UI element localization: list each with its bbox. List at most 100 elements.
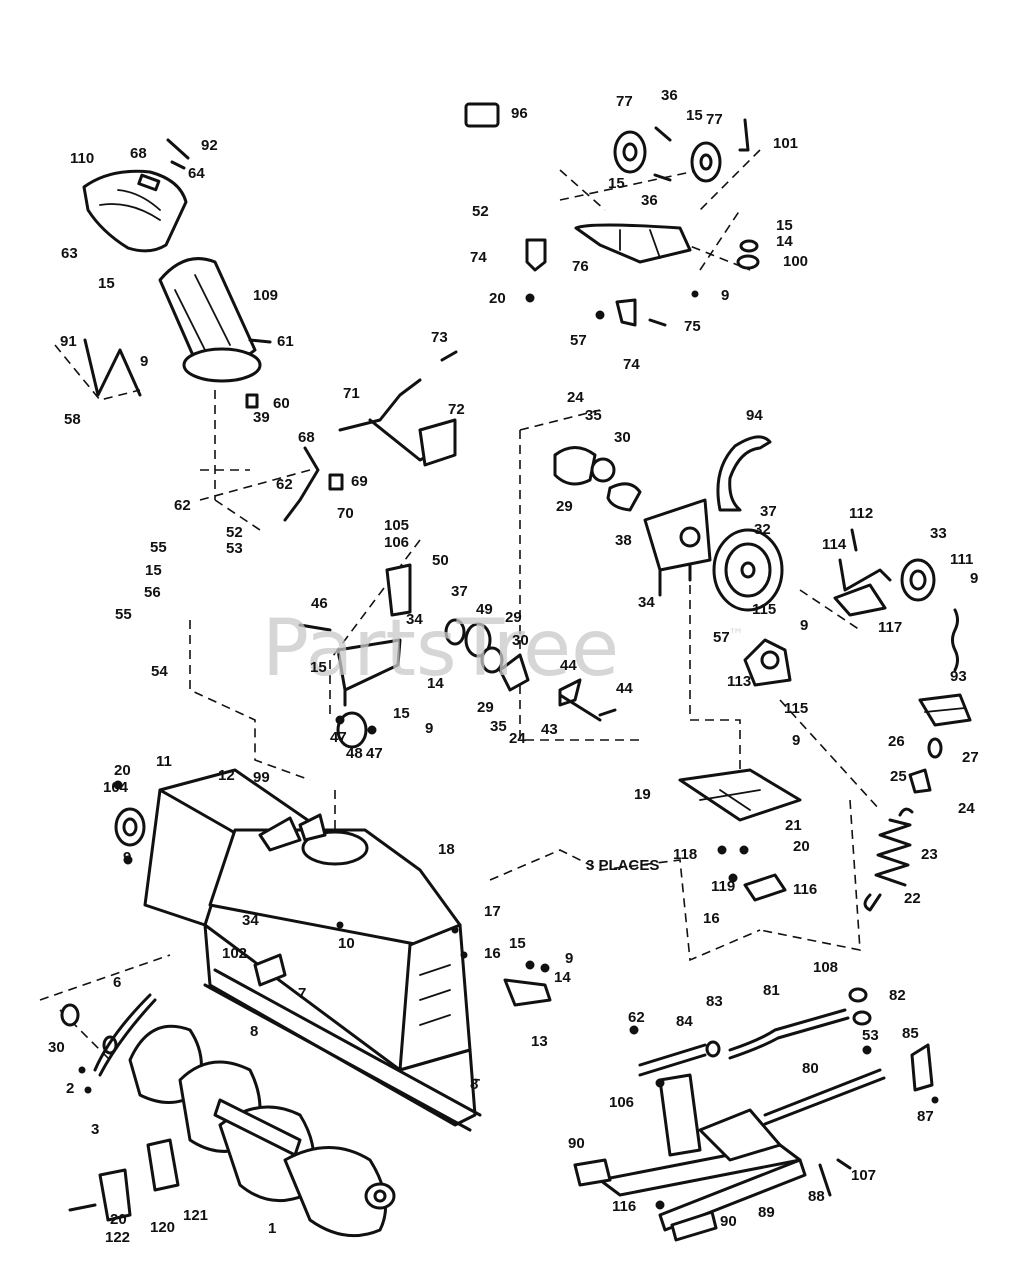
callout-c109: 109 [253, 287, 278, 304]
callout-c90b: 90 [720, 1213, 737, 1230]
callout-c63: 63 [61, 245, 78, 262]
housing-side-right [398, 923, 472, 1072]
callout-c102: 102 [222, 945, 247, 962]
lift-frame-assembly [573, 987, 939, 1242]
auger-shaft [213, 968, 482, 1117]
callout-c15f: 15 [310, 659, 327, 676]
callout-c25: 25 [890, 768, 907, 785]
callout-c100: 100 [783, 253, 808, 270]
shift-linkage [283, 350, 458, 522]
watermark: PartsTree ™ [262, 604, 744, 694]
callout-c117: 117 [878, 619, 902, 636]
callout-c24a: 24 [567, 389, 584, 406]
callout-c93: 93 [950, 668, 967, 685]
callout-c36a: 36 [661, 87, 678, 104]
callout-c33: 33 [930, 525, 947, 542]
callout-c75: 75 [684, 318, 701, 335]
watermark-text: PartsTree [262, 604, 619, 694]
callout-c36b: 36 [641, 192, 658, 209]
callout-c106a: 106 [384, 534, 409, 551]
callout-c8a: 8 [250, 1023, 258, 1040]
chute-opening [301, 830, 369, 866]
callout-c120: 120 [150, 1219, 175, 1236]
callout-c44a: 44 [560, 657, 577, 674]
mount-plate-spring [678, 693, 972, 912]
callout-c9h: 9 [565, 950, 573, 967]
callout-c14b: 14 [427, 675, 444, 692]
callout-c68a: 68 [130, 145, 147, 162]
callout-c18: 18 [438, 841, 455, 858]
callout-c115a: 115 [752, 601, 776, 618]
three-places-note: 3 PLACES [586, 857, 659, 874]
gear-case-plate [643, 498, 712, 572]
callout-c55b: 55 [115, 606, 132, 623]
callout-c64: 64 [188, 165, 205, 182]
callout-c80: 80 [802, 1060, 819, 1077]
callout-c106b: 106 [609, 1094, 634, 1111]
callout-c88: 88 [808, 1188, 825, 1205]
callout-c21: 21 [785, 817, 802, 834]
callout-c118: 118 [673, 846, 697, 863]
callout-c9b: 9 [140, 353, 148, 370]
callout-c101: 101 [773, 135, 798, 152]
callout-c1: 1 [268, 1220, 276, 1237]
callout-c119: 119 [711, 878, 735, 895]
callout-c122: 122 [105, 1229, 130, 1246]
gear-case-assembly [298, 446, 712, 749]
plug [464, 102, 500, 128]
callout-c15g: 15 [393, 705, 410, 722]
callout-c52a: 52 [472, 203, 489, 220]
callout-c22: 22 [904, 890, 921, 907]
callout-c10: 10 [338, 935, 355, 952]
drive-belt-pulley [712, 435, 959, 687]
callout-c9d: 9 [800, 617, 808, 634]
callout-c74b: 74 [623, 356, 640, 373]
callout-c46: 46 [311, 595, 328, 612]
callout-c9a: 9 [721, 287, 729, 304]
callout-c29a: 29 [556, 498, 573, 515]
callout-c39: 39 [253, 409, 270, 426]
callout-c96: 96 [511, 105, 528, 122]
callout-c17: 17 [484, 903, 501, 920]
callout-c68b: 68 [298, 429, 315, 446]
callout-c19: 19 [634, 786, 651, 803]
callout-c20d: 20 [110, 1211, 127, 1228]
callout-c74a: 74 [470, 249, 487, 266]
drive-pulley [712, 528, 784, 612]
callout-c9f: 9 [792, 732, 800, 749]
callout-c116a: 116 [793, 881, 817, 898]
callout-c90a: 90 [568, 1135, 585, 1152]
callout-c53a: 53 [226, 540, 243, 557]
callout-c89: 89 [758, 1204, 775, 1221]
callout-c73: 73 [431, 329, 448, 346]
callout-c30a: 30 [614, 429, 631, 446]
callout-c34a: 34 [638, 594, 655, 611]
crank-rod [83, 338, 142, 397]
callout-c58: 58 [64, 411, 81, 428]
callout-c61: 61 [277, 333, 294, 350]
callout-c62b: 62 [174, 497, 191, 514]
callout-c34c: 34 [242, 912, 259, 929]
callout-c20b: 20 [114, 762, 131, 779]
callout-c15h: 15 [509, 935, 526, 952]
lift-rod-lower [763, 1068, 886, 1126]
callout-c62a: 62 [276, 476, 293, 493]
callout-c71: 71 [343, 385, 360, 402]
auger [60, 968, 482, 1238]
callout-c30b: 30 [512, 632, 529, 649]
callout-c24b: 24 [509, 730, 526, 747]
callout-c47a: 47 [330, 729, 347, 746]
callout-c15c: 15 [776, 217, 793, 234]
drive-belt [716, 435, 772, 512]
callout-c105: 105 [384, 517, 409, 534]
callout-c20a: 20 [489, 290, 506, 307]
callout-c76: 76 [572, 258, 589, 275]
callout-c24c: 24 [958, 800, 975, 817]
callout-c70: 70 [337, 505, 354, 522]
callout-c16a: 16 [703, 910, 720, 927]
callout-c113: 113 [727, 673, 751, 690]
pulley-bracket-assembly [464, 102, 760, 327]
callout-c77a: 77 [616, 93, 633, 110]
callout-c114: 114 [822, 536, 847, 553]
callout-c69: 69 [351, 473, 368, 490]
